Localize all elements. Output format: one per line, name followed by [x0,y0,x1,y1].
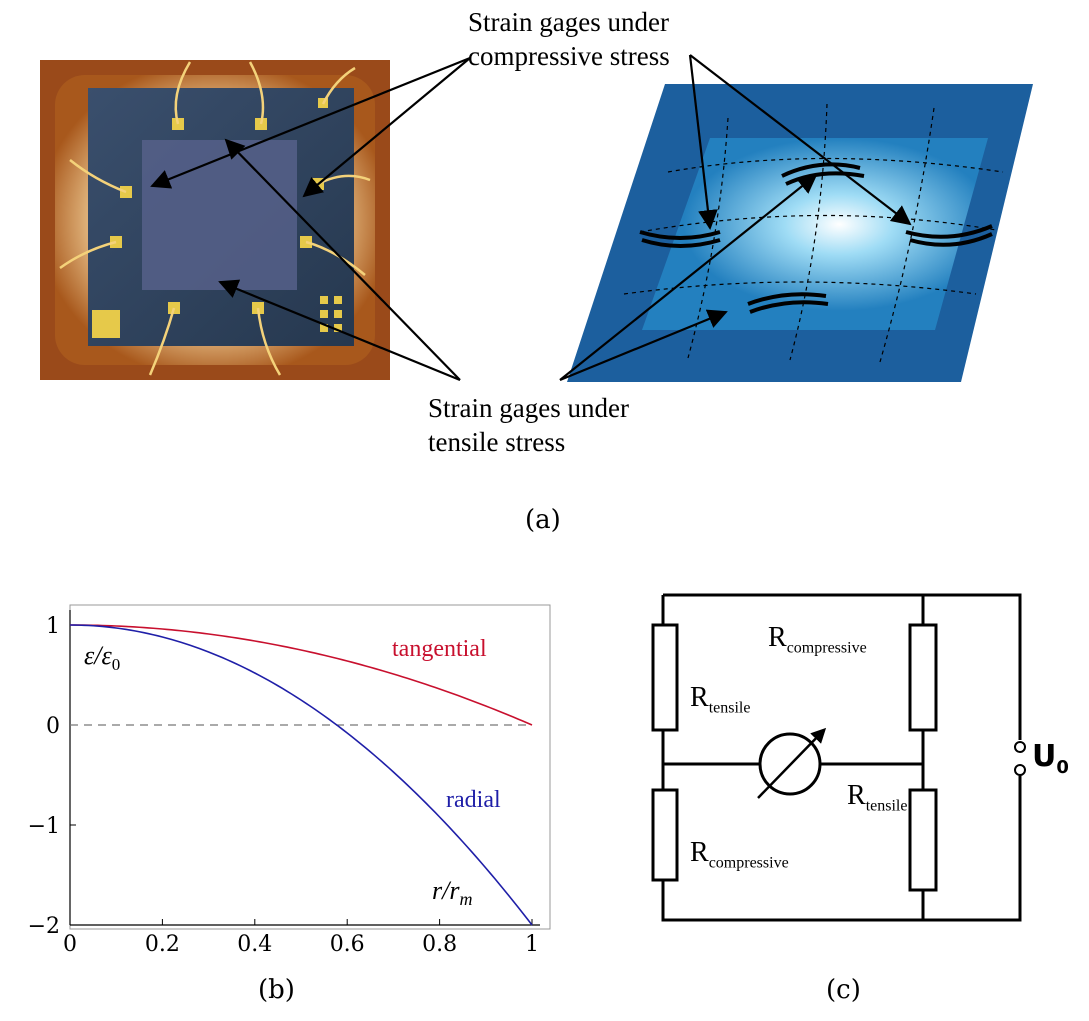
gage-shapes [639,162,993,314]
series-line-radial [69,624,533,926]
y-tick-label: −1 [28,814,60,839]
resistor-compressive-top [908,623,938,732]
x-tick-label: 0.6 [330,932,365,957]
meter-needle [757,727,827,799]
caption-b: (b) [258,975,295,1005]
tensile-arrows [218,138,818,382]
resistor-compressive-bottom [651,788,679,882]
resistor-tensile-bottom [908,788,938,892]
panel-b: 0 0.2 0.4 0.6 0.8 1 1 0 −1 −2 ε/ε0 r/rm tangentia… [0,590,560,1021]
terminal-top [1014,741,1026,753]
curve-label-radial: radial [446,787,501,813]
label-compressive: Strain gages under compressive stress [468,7,670,71]
label-resistor-tensile-top: Rtensile [690,682,751,717]
label-resistor-compressive-top: Rcompressive [768,622,867,657]
label-tensile: Strain gages under tensile stress [428,393,629,457]
panel-c: Rcompressive Rtensile Rtensile Rcompress… [610,590,1089,1021]
x-tick-label: 0.4 [237,932,272,957]
x-tick-label: 0.2 [145,932,180,957]
y-axis-label: ε/ε0 [84,641,121,675]
label-resistor-compressive-bottom: Rcompressive [690,837,789,872]
y-tick-label: 0 [46,714,60,739]
x-tick-label: 0 [63,932,77,957]
bridge-circuit [651,593,1026,922]
y-tick-label: 1 [46,614,60,639]
caption-a: (a) [525,505,561,535]
label-resistor-tensile-bottom: Rtensile [847,780,908,815]
chip-photo [40,54,1033,382]
compressive-arrows [150,54,912,230]
x-tick-label: 0.8 [422,932,457,957]
membrane-area [142,140,297,290]
y-tick-label: −2 [28,914,60,939]
x-axis-label: r/rm [432,876,473,910]
axis-ticks: 0 0.2 0.4 0.6 0.8 1 1 0 −1 −2 [28,614,539,957]
terminal-bottom [1014,764,1026,776]
meter [758,732,822,796]
x-tick-label: 1 [525,932,539,957]
caption-c: (c) [826,975,861,1005]
panel-a: Strain gages under compressive stress St… [40,7,1033,535]
curve-label-tangential: tangential [392,636,487,662]
series-line-tangential [69,624,533,726]
deformation-grid [623,103,1004,363]
label-voltage: U0 [1032,739,1069,778]
resistor-tensile-top [651,623,679,732]
strain-chart: 0 0.2 0.4 0.6 0.8 1 1 0 −1 −2 [28,604,551,957]
